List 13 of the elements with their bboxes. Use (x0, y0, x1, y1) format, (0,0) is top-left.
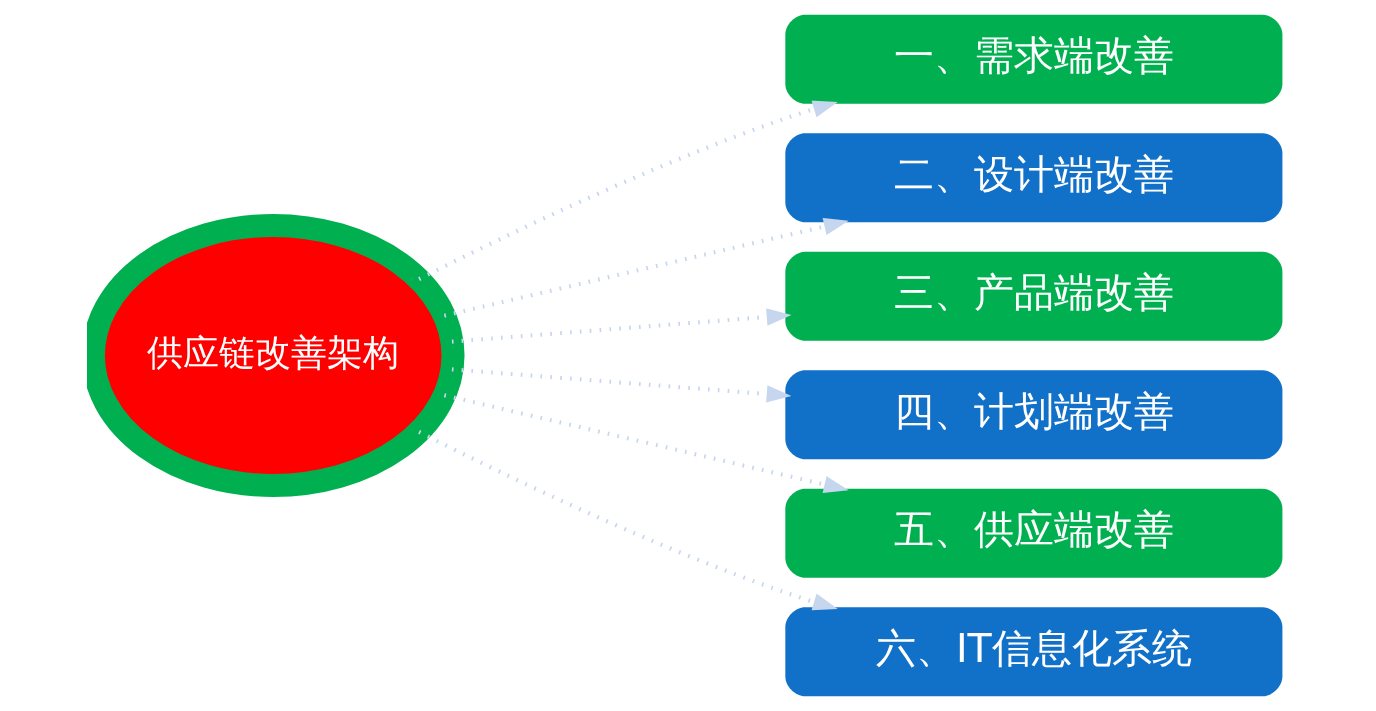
node-box: 一、需求端改善 (785, 14, 1283, 104)
arrow (418, 100, 838, 281)
arrow (443, 218, 849, 318)
arrow (451, 367, 792, 403)
node-ellipse: 供应链改善架构 (87, 213, 465, 498)
arrow (418, 430, 838, 611)
node-box: 二、设计端改善 (785, 133, 1283, 223)
node-box: 五、供应端改善 (785, 488, 1283, 578)
node-box: 六、IT信息化系统 (785, 607, 1283, 697)
arrow (443, 393, 849, 493)
node-box: 三、产品端改善 (785, 251, 1283, 341)
arrow (451, 308, 792, 344)
node-box: 四、计划端改善 (785, 370, 1283, 460)
